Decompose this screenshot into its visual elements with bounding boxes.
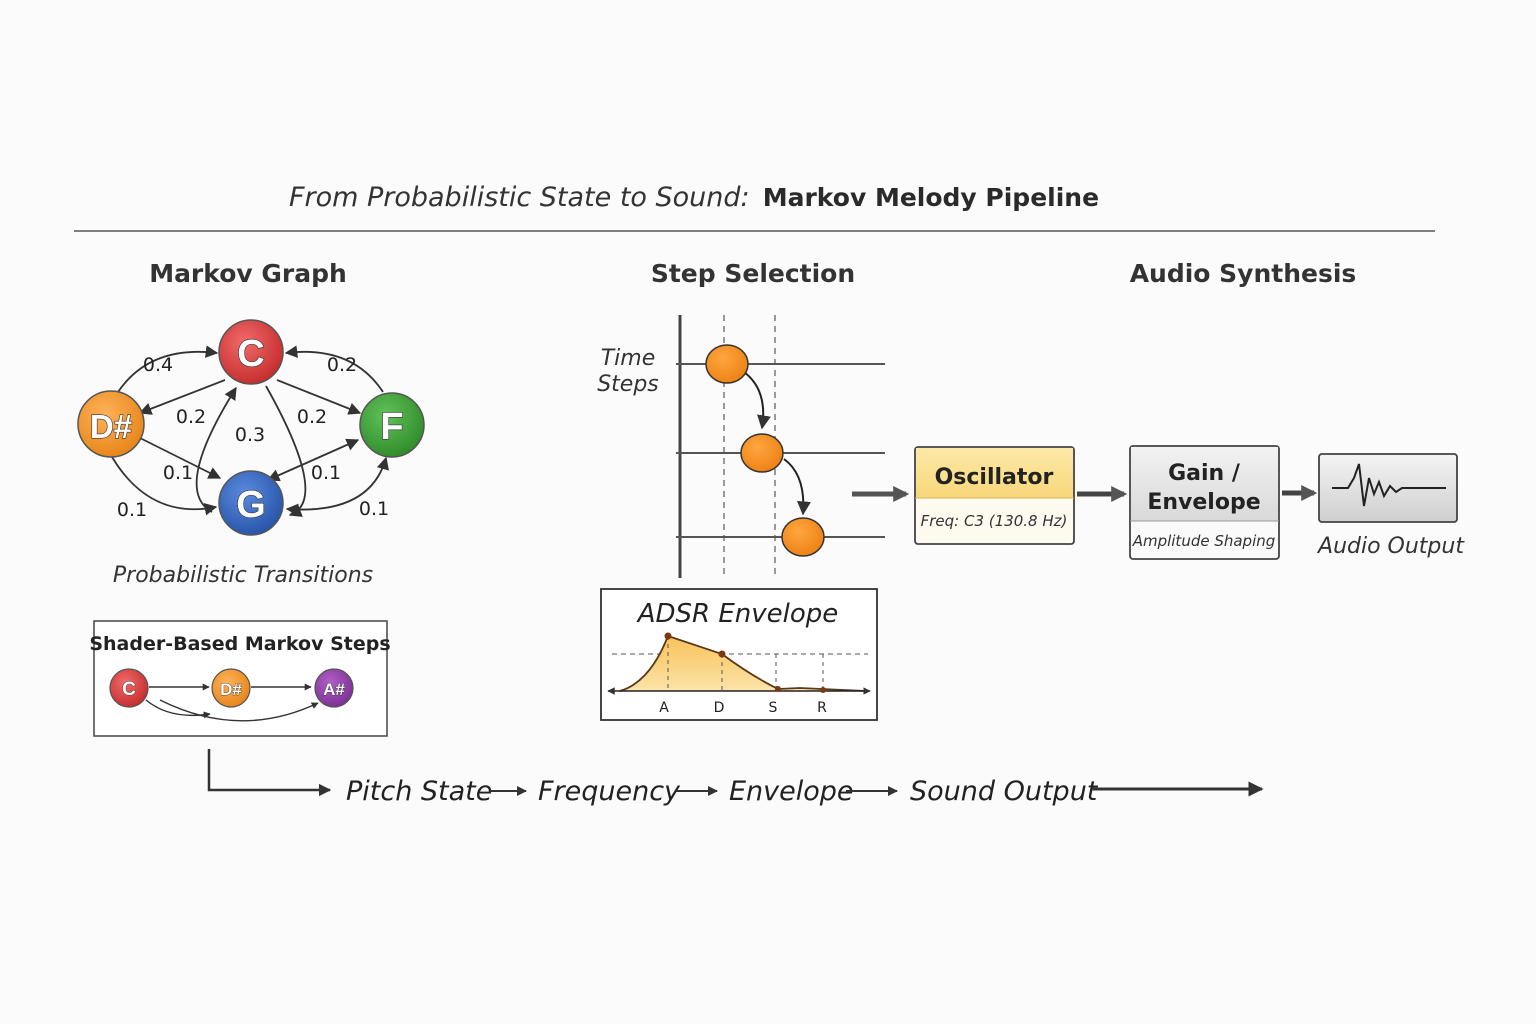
- gain-subtitle: Amplitude Shaping: [1132, 532, 1276, 550]
- waveform-icon: [1332, 463, 1446, 507]
- title-emphasis: Markov Melody Pipeline: [763, 183, 1099, 212]
- node-label: C: [237, 333, 264, 375]
- adsr-label-r: R: [817, 700, 827, 716]
- edge-dsharp-to-g-outer: [111, 456, 218, 516]
- edge-dsharp-to-g-inner: [139, 437, 222, 479]
- weight-label: 0.1: [163, 462, 193, 484]
- adsr-label-d: D: [714, 700, 725, 716]
- node-g: G: [218, 470, 284, 536]
- graph-caption: Probabilistic Transitions: [113, 563, 373, 588]
- node-label: F: [380, 406, 403, 448]
- node-dsharp: D#: [77, 390, 145, 458]
- shader-node-c: C: [109, 668, 149, 708]
- node-label: G: [236, 484, 266, 526]
- pipeline-step-sound-output: Sound Output: [910, 776, 1099, 807]
- oscillator-freq: Freq: C3 (130.8 Hz): [921, 512, 1068, 530]
- oscillator-title: Oscillator: [935, 465, 1054, 490]
- edge-dsharp-to-c: [117, 345, 219, 393]
- node-label: D#: [90, 408, 132, 445]
- weight-label: 0.2: [327, 354, 357, 376]
- markov-edges: [111, 345, 389, 517]
- node-label: C: [122, 679, 136, 700]
- adsr-plot: [607, 632, 871, 695]
- audio-output-label: Audio Output: [1316, 534, 1465, 559]
- weight-label: 0.3: [235, 424, 265, 446]
- node-c: C: [218, 319, 284, 385]
- weight-label: 0.2: [176, 406, 206, 428]
- edge-c-to-f: [276, 379, 362, 415]
- gain-title-line2: Envelope: [1147, 490, 1260, 515]
- weight-label: 0.1: [311, 462, 341, 484]
- weight-label: 0.2: [297, 406, 327, 428]
- oscillator-box: Oscillator Freq: C3 (130.8 Hz): [914, 446, 1075, 545]
- weight-label: 0.4: [143, 354, 173, 376]
- steps-label: Steps: [597, 372, 659, 397]
- heading-audio-synthesis: Audio Synthesis: [1130, 259, 1357, 288]
- adsr-label-s: S: [769, 700, 778, 716]
- heading-step-selection: Step Selection: [651, 259, 855, 288]
- time-label: Time: [601, 346, 656, 371]
- pipeline-step-pitch: Pitch State: [346, 776, 492, 807]
- node-f: F: [359, 392, 425, 458]
- weight-label: 0.1: [359, 498, 389, 520]
- pipeline-step-envelope: Envelope: [729, 776, 854, 807]
- edge-c-to-dsharp: [138, 379, 226, 415]
- step-marker: [740, 433, 784, 473]
- node-label: A#: [323, 680, 345, 699]
- shader-box-title: Shader-Based Markov Steps: [89, 633, 390, 655]
- adsr-title: ADSR Envelope: [636, 599, 839, 629]
- pipeline-connector: [207, 749, 332, 797]
- heading-markov-graph: Markov Graph: [149, 259, 347, 288]
- weight-label: 0.1: [117, 499, 147, 521]
- shader-edges: [145, 683, 319, 722]
- shader-node-asharp: A#: [314, 668, 354, 708]
- step-transitions: [743, 371, 811, 516]
- step-marker: [705, 344, 749, 384]
- shader-node-dsharp: D#: [211, 668, 251, 708]
- gain-box: Gain / Envelope Amplitude Shaping: [1129, 445, 1280, 560]
- edge-f-to-c: [284, 345, 384, 393]
- audio-output-box: [1318, 453, 1458, 523]
- title-prefix: From Probabilistic State to Sound:: [289, 182, 750, 213]
- gain-title-line1: Gain /: [1168, 461, 1241, 486]
- edge-f-g-outer: [285, 456, 389, 517]
- adsr-label-a: A: [659, 700, 669, 716]
- step-marker: [781, 517, 825, 557]
- pipeline-step-frequency: Frequency: [538, 776, 681, 807]
- page-title: From Probabilistic State to Sound: Marko…: [289, 182, 1099, 213]
- node-label: D#: [220, 680, 242, 699]
